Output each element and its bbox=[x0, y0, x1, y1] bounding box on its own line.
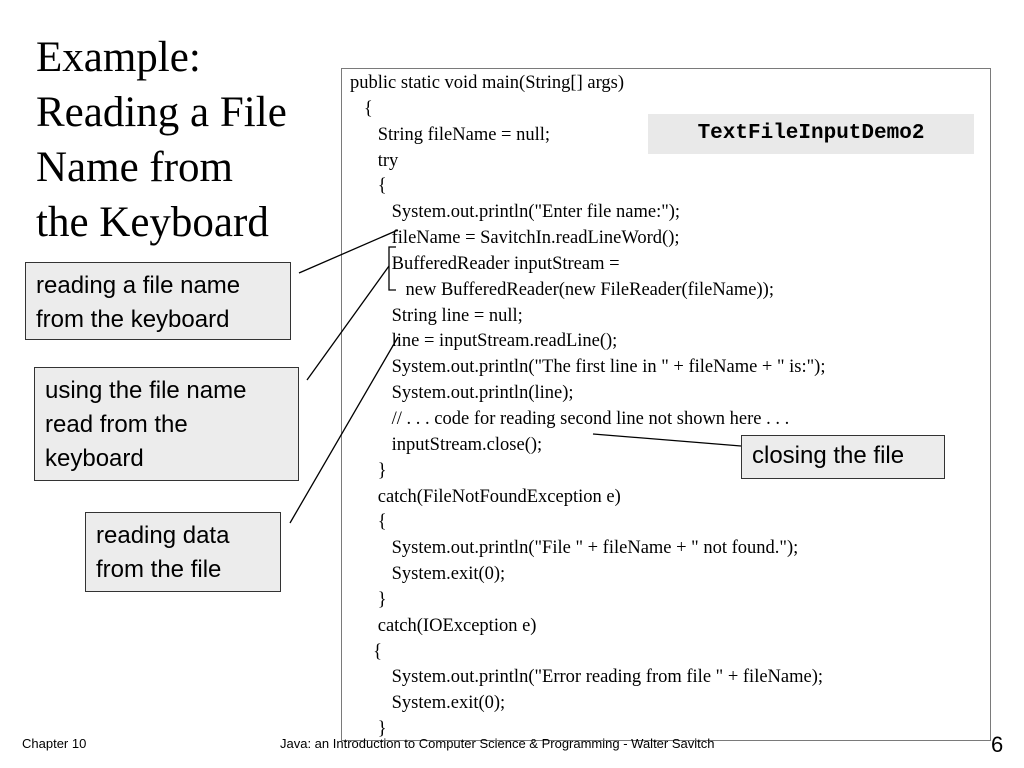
code-listing: public static void main(String[] args) {… bbox=[341, 68, 991, 741]
code-lines: public static void main(String[] args) {… bbox=[350, 71, 826, 740]
callout-line: reading a file name bbox=[36, 272, 241, 299]
title-line-2: Reading a File bbox=[36, 89, 287, 136]
demo-program-name: TextFileInputDemo2 bbox=[648, 114, 974, 154]
code-line: String line = null; bbox=[350, 305, 523, 326]
code-line: BufferedReader inputStream = bbox=[350, 253, 620, 274]
code-line: System.exit(0); bbox=[350, 564, 506, 585]
code-line: System.out.println("Enter file name:"); bbox=[350, 202, 681, 223]
code-line: public static void main(String[] args) bbox=[350, 73, 625, 93]
code-line: // . . . code for reading second line no… bbox=[350, 408, 790, 429]
callout-line: from the keyboard bbox=[36, 306, 230, 333]
code-line: catch(FileNotFoundException e) bbox=[350, 486, 621, 507]
connector-line-closing-file bbox=[592, 433, 742, 447]
code-line: System.out.println("Error reading from f… bbox=[350, 667, 824, 688]
page-number: 6 bbox=[991, 732, 1004, 757]
code-line: new BufferedReader(new FileReader(fileNa… bbox=[350, 279, 774, 300]
code-line: try bbox=[350, 150, 399, 171]
code-line: { bbox=[350, 176, 387, 197]
code-line: line = inputStream.readLine(); bbox=[350, 331, 618, 352]
callout-line: from the file bbox=[96, 556, 222, 583]
footer-course-title: Java: an Introduction to Computer Scienc… bbox=[280, 736, 715, 751]
code-line: } bbox=[350, 719, 387, 740]
code-line: System.out.println(line); bbox=[350, 383, 574, 404]
callout-line: reading data bbox=[96, 522, 230, 549]
code-line: fileName = SavitchIn.readLineWord(); bbox=[350, 228, 680, 249]
callout-line: read from the bbox=[45, 411, 188, 438]
connector-line-reading-file-name bbox=[298, 229, 399, 274]
code-line: System.exit(0); bbox=[350, 693, 506, 714]
connector-line-reading-data bbox=[289, 336, 399, 524]
code-line: } bbox=[350, 589, 387, 610]
code-line: } bbox=[350, 460, 387, 481]
code-line: inputStream.close(); bbox=[350, 434, 543, 455]
bracket-buffered-reader bbox=[388, 246, 396, 291]
callout-line: closing the file bbox=[752, 442, 905, 469]
code-line: System.out.println("File " + fileName + … bbox=[350, 538, 799, 559]
callout-reading-file-name: reading a file name from the keyboard bbox=[25, 262, 291, 340]
code-line: { bbox=[350, 641, 383, 662]
title-line-4: the Keyboard bbox=[36, 199, 269, 246]
code-line: { bbox=[350, 98, 373, 119]
code-line: catch(IOException e) bbox=[350, 615, 537, 636]
connector-line-using-file-name bbox=[306, 265, 390, 381]
slide-title: Example: Reading a File Name from the Ke… bbox=[36, 30, 336, 250]
code-line: System.out.println("The first line in " … bbox=[350, 357, 826, 378]
title-line-3: Name from bbox=[36, 144, 234, 191]
code-line: String fileName = null; bbox=[350, 124, 551, 145]
callout-line: keyboard bbox=[45, 445, 144, 472]
code-line: { bbox=[350, 512, 387, 533]
callout-closing-file: closing the file bbox=[741, 435, 945, 479]
callout-reading-data: reading data from the file bbox=[85, 512, 281, 592]
callout-using-file-name: using the file name read from the keyboa… bbox=[34, 367, 299, 481]
footer-chapter: Chapter 10 bbox=[22, 736, 87, 751]
callout-line: using the file name bbox=[45, 377, 247, 404]
title-line-1: Example: bbox=[36, 34, 201, 81]
